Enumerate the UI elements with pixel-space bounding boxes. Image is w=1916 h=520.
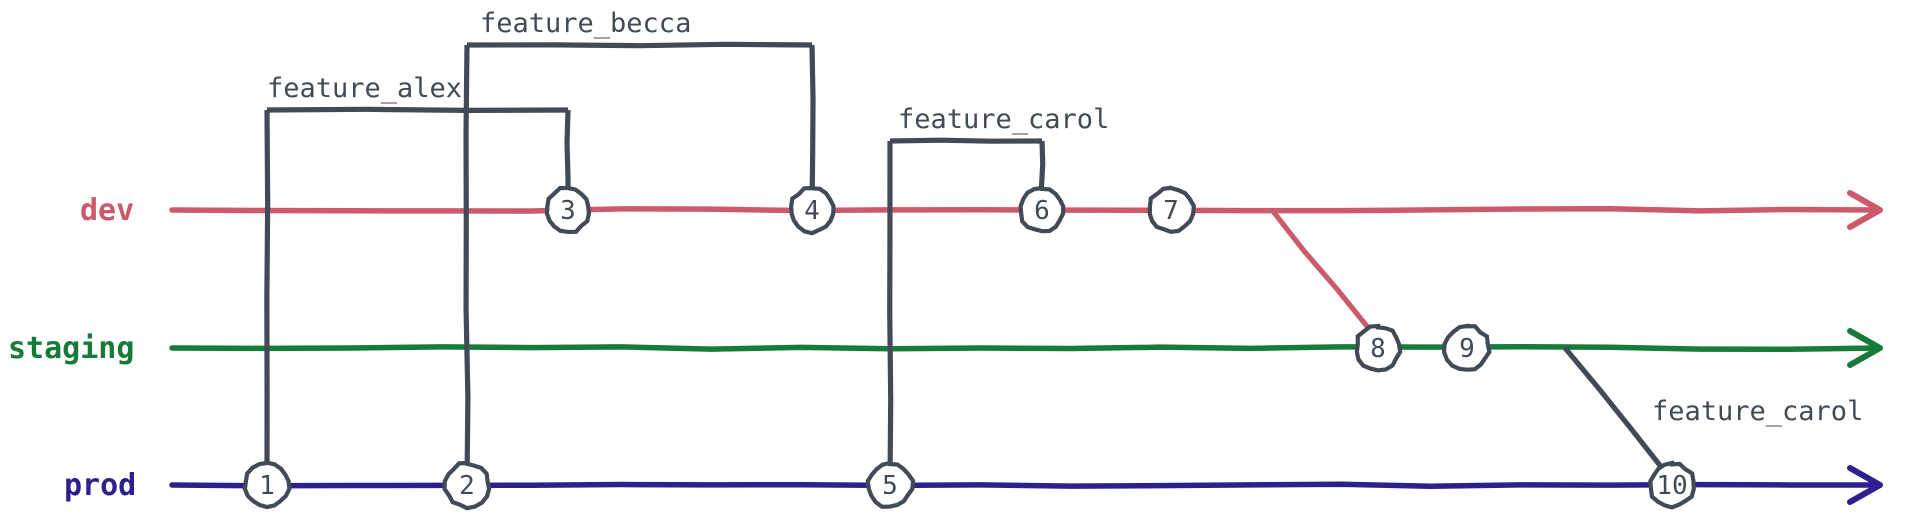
commit-node-9[interactable]: 9: [1441, 323, 1492, 372]
branch-line-prod: [169, 481, 1883, 489]
commit-number-7: 7: [1163, 196, 1179, 226]
feature-branch-feature_carol: [887, 137, 1046, 486]
commit-circle-9: [1441, 323, 1492, 372]
feature-branch-riser-feature_carol: [887, 140, 894, 486]
commit-number-2: 2: [459, 471, 475, 501]
branch-label-prod[interactable]: prod: [64, 468, 136, 503]
commit-number-1: 1: [259, 471, 275, 501]
branch-arrow-dev: [1847, 190, 1883, 230]
branch-line-staging: [169, 344, 1883, 353]
feature-branch-span-feature_alex: [266, 106, 569, 114]
branch-arrow-prod: [1847, 465, 1883, 505]
commit-node-5[interactable]: 5: [865, 460, 916, 509]
feature-branch-label-feature_becca[interactable]: feature_becca: [480, 8, 691, 39]
commit-circle-7: [1147, 185, 1196, 234]
commit-number-10: 10: [1656, 471, 1687, 501]
commit-node-2[interactable]: 2: [442, 460, 492, 511]
feature-branch-paths-layer: [264, 41, 1046, 486]
feature-branch-labels-layer: feature_alexfeature_beccafeature_carolfe…: [267, 8, 1863, 427]
branch-labels-layer: dev staging prod: [8, 193, 136, 503]
commit-node-1[interactable]: 1: [242, 460, 292, 510]
commit-nodes-layer: 1 2 3 4 5 6 7 8 9 10: [242, 185, 1696, 511]
commit-circle-4: [789, 185, 836, 236]
branch-arrow-staging: [1847, 328, 1883, 368]
commit-number-8: 8: [1370, 334, 1386, 364]
merge-paths-layer: [1269, 208, 1665, 470]
commit-number-3: 3: [560, 196, 576, 226]
merge-line-dev-to-staging-merge: [1269, 208, 1373, 332]
commit-circle-6: [1018, 185, 1066, 234]
commit-node-8[interactable]: 8: [1354, 323, 1403, 373]
commit-node-4[interactable]: 4: [789, 185, 836, 236]
commit-node-10[interactable]: 10: [1648, 460, 1696, 510]
feature-branch-span-feature_carol: [889, 137, 1043, 144]
branch-label-staging[interactable]: staging: [8, 331, 134, 366]
feature-branch-label-feature_carol[interactable]: feature_carol: [898, 104, 1109, 135]
feature-branch-feature_becca: [463, 41, 816, 486]
feature-branch-feature_alex: [264, 106, 571, 486]
merge-line-staging-to-prod-release: [1563, 346, 1665, 470]
feature-branch-riser-feature_alex: [264, 109, 271, 486]
feature-branch-label-feature_alex[interactable]: feature_alex: [267, 73, 462, 104]
branch-lines-layer: [169, 190, 1883, 505]
feature-branch-drop-feature_becca: [809, 44, 816, 211]
commit-number-5: 5: [882, 471, 898, 501]
commit-number-4: 4: [804, 196, 820, 226]
commit-circle-10: [1648, 460, 1696, 510]
commit-node-3[interactable]: 3: [544, 185, 592, 235]
commit-circle-5: [865, 460, 916, 509]
commit-circle-3: [544, 185, 592, 235]
commit-number-6: 6: [1034, 196, 1050, 226]
commit-circle-8: [1354, 323, 1403, 373]
merge-label-staging-to-prod-release[interactable]: feature_carol: [1652, 396, 1863, 427]
commit-circle-1: [242, 460, 292, 510]
feature-branch-riser-feature_becca: [463, 44, 471, 486]
commit-number-9: 9: [1459, 334, 1475, 364]
commit-node-6[interactable]: 6: [1018, 185, 1066, 234]
branch-label-dev[interactable]: dev: [80, 193, 134, 228]
feature-branch-span-feature_becca: [466, 41, 813, 49]
commit-circle-2: [442, 460, 492, 511]
commit-node-7[interactable]: 7: [1147, 185, 1196, 234]
